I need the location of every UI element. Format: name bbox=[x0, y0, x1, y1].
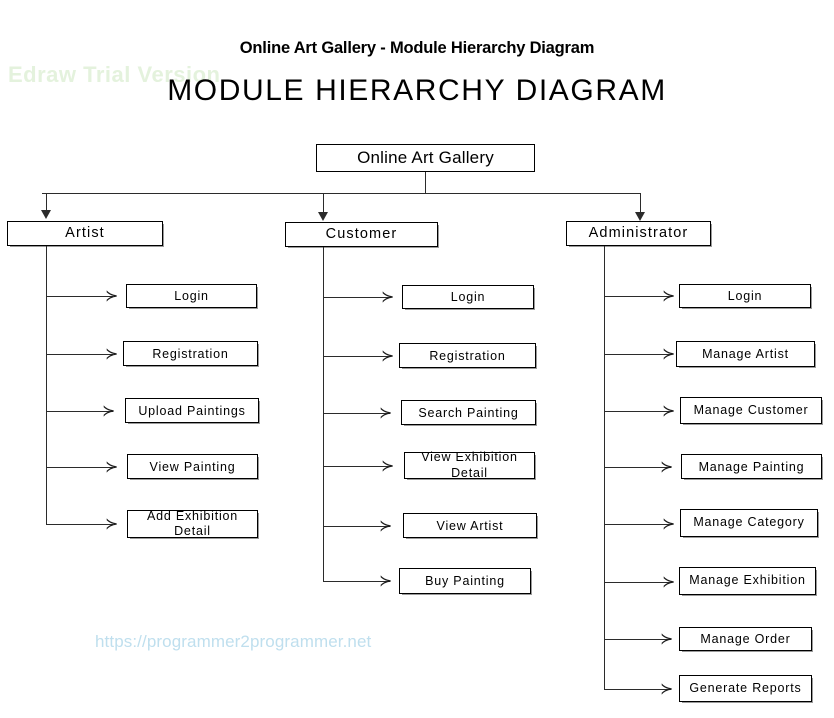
arrow-right-icon: ≻ bbox=[660, 457, 674, 476]
footer-url[interactable]: https://programmer2programmer.net bbox=[95, 632, 372, 651]
page-title: Online Art Gallery - Module Hierarchy Di… bbox=[239, 39, 595, 57]
node-customer-search-painting[interactable]: Search Painting bbox=[401, 400, 536, 425]
node-label: Upload Paintings bbox=[138, 403, 246, 418]
arrow-right-icon: ≻ bbox=[662, 572, 676, 591]
diagram-title: MODULE HIERARCHY DIAGRAM bbox=[167, 74, 667, 107]
node-label: Registration bbox=[152, 346, 229, 361]
connector-artist-view-painting bbox=[46, 467, 113, 468]
node-label: Artist bbox=[65, 225, 105, 242]
connector-customer-view-artist bbox=[323, 526, 390, 527]
connector-admin-manage-category bbox=[604, 524, 671, 525]
node-customer-login[interactable]: Login bbox=[402, 285, 534, 309]
arrow-right-icon: ≻ bbox=[379, 516, 393, 535]
connector-admin-manage-customer bbox=[604, 411, 671, 412]
node-label: Login bbox=[174, 289, 209, 303]
connector-customer-login bbox=[323, 297, 390, 298]
node-admin-login[interactable]: Login bbox=[679, 284, 811, 308]
connector-root-stem bbox=[425, 172, 426, 194]
node-label: View Painting bbox=[149, 459, 236, 474]
arrow-right-icon: ≻ bbox=[379, 403, 393, 422]
connector-admin-generate-reports bbox=[604, 689, 671, 690]
node-admin-manage-order[interactable]: Manage Order bbox=[679, 627, 812, 651]
node-label: View Artist bbox=[436, 518, 504, 533]
node-admin-manage-customer[interactable]: Manage Customer bbox=[680, 397, 822, 424]
arrow-right-icon: ≻ bbox=[662, 514, 676, 533]
node-label: Manage Artist bbox=[702, 347, 789, 361]
node-admin-generate-reports[interactable]: Generate Reports bbox=[679, 675, 812, 702]
connector-customer-view-exhibition-detail bbox=[323, 466, 390, 467]
connector-admin-manage-order bbox=[604, 639, 671, 640]
node-label: Online Art Gallery bbox=[357, 148, 494, 168]
connector-admin-manage-painting bbox=[604, 467, 671, 468]
node-artist-registration[interactable]: Registration bbox=[123, 341, 258, 366]
node-root-online-art-gallery[interactable]: Online Art Gallery bbox=[316, 144, 535, 172]
node-label: Login bbox=[450, 290, 486, 304]
node-customer[interactable]: Customer bbox=[285, 222, 438, 247]
node-label: Search Painting bbox=[418, 405, 519, 420]
node-label: Manage Order bbox=[700, 632, 791, 646]
node-administrator[interactable]: Administrator bbox=[566, 221, 711, 246]
node-artist-login[interactable]: Login bbox=[126, 284, 257, 308]
arrow-right-icon: ≻ bbox=[660, 629, 674, 648]
connector-spine-artist bbox=[46, 246, 47, 525]
node-customer-view-exhibition-detail[interactable]: View Exhibition Detail bbox=[404, 450, 535, 480]
edraw-watermark: Edraw Trial Version bbox=[8, 62, 221, 87]
connector-bus bbox=[42, 193, 641, 194]
node-label: Customer bbox=[325, 226, 398, 243]
node-label: Manage Customer bbox=[693, 402, 809, 417]
arrow-down-icon-customer bbox=[318, 212, 328, 221]
connector-artist-login bbox=[46, 296, 113, 297]
arrow-right-icon: ≻ bbox=[381, 287, 395, 306]
connector-customer-search-painting bbox=[323, 413, 390, 414]
node-admin-manage-exhibition[interactable]: Manage Exhibition bbox=[679, 567, 816, 595]
node-artist-view-painting[interactable]: View Painting bbox=[127, 454, 258, 479]
node-label: View Exhibition Detail bbox=[421, 450, 518, 480]
arrow-right-icon: ≻ bbox=[379, 571, 393, 590]
node-customer-buy-painting[interactable]: Buy Painting bbox=[399, 568, 531, 594]
node-label: Login bbox=[727, 289, 763, 303]
node-admin-manage-painting[interactable]: Manage Painting bbox=[681, 454, 822, 479]
node-label: Manage Category bbox=[693, 515, 805, 530]
node-label: Buy Painting bbox=[425, 574, 505, 588]
connector-spine-customer bbox=[323, 247, 324, 582]
arrow-right-icon: ≻ bbox=[105, 457, 119, 476]
node-label: Add Exhibition Detail bbox=[146, 508, 239, 538]
arrow-down-icon-administrator bbox=[635, 212, 645, 221]
node-artist[interactable]: Artist bbox=[7, 221, 163, 246]
node-artist-upload-paintings[interactable]: Upload Paintings bbox=[125, 398, 259, 423]
connector-customer-registration bbox=[323, 356, 390, 357]
node-label: Manage Exhibition bbox=[689, 573, 806, 588]
connector-artist-registration bbox=[46, 354, 113, 355]
node-admin-manage-artist[interactable]: Manage Artist bbox=[676, 341, 815, 367]
node-label: Registration bbox=[429, 348, 506, 363]
arrow-right-icon: ≻ bbox=[105, 514, 119, 533]
arrow-right-icon: ≻ bbox=[102, 401, 116, 420]
arrow-right-icon: ≻ bbox=[662, 344, 676, 363]
node-admin-manage-category[interactable]: Manage Category bbox=[680, 509, 818, 537]
arrow-right-icon: ≻ bbox=[381, 346, 395, 365]
arrow-down-icon-artist bbox=[41, 210, 51, 219]
arrow-right-icon: ≻ bbox=[660, 679, 674, 698]
connector-artist-add-exhibition-detail bbox=[46, 524, 113, 525]
connector-admin-manage-artist bbox=[604, 354, 671, 355]
connector-customer-buy-painting bbox=[323, 581, 390, 582]
connector-spine-administrator bbox=[604, 246, 605, 690]
connector-drop-administrator bbox=[640, 193, 641, 214]
node-label: Administrator bbox=[588, 225, 689, 242]
node-artist-add-exhibition-detail[interactable]: Add Exhibition Detail bbox=[127, 508, 258, 538]
connector-artist-upload-paintings bbox=[46, 411, 113, 412]
node-label: Manage Painting bbox=[698, 459, 805, 474]
arrow-right-icon: ≻ bbox=[662, 286, 676, 305]
node-label: Generate Reports bbox=[689, 680, 802, 695]
connector-admin-login bbox=[604, 296, 671, 297]
arrow-right-icon: ≻ bbox=[105, 286, 119, 305]
connector-drop-customer bbox=[323, 193, 324, 214]
arrow-right-icon: ≻ bbox=[662, 401, 676, 420]
connector-admin-manage-exhibition bbox=[604, 582, 671, 583]
node-customer-registration[interactable]: Registration bbox=[399, 343, 536, 368]
arrow-right-icon: ≻ bbox=[105, 344, 119, 363]
arrow-right-icon: ≻ bbox=[381, 456, 395, 475]
node-customer-view-artist[interactable]: View Artist bbox=[403, 513, 537, 538]
connector-drop-artist bbox=[46, 193, 47, 212]
